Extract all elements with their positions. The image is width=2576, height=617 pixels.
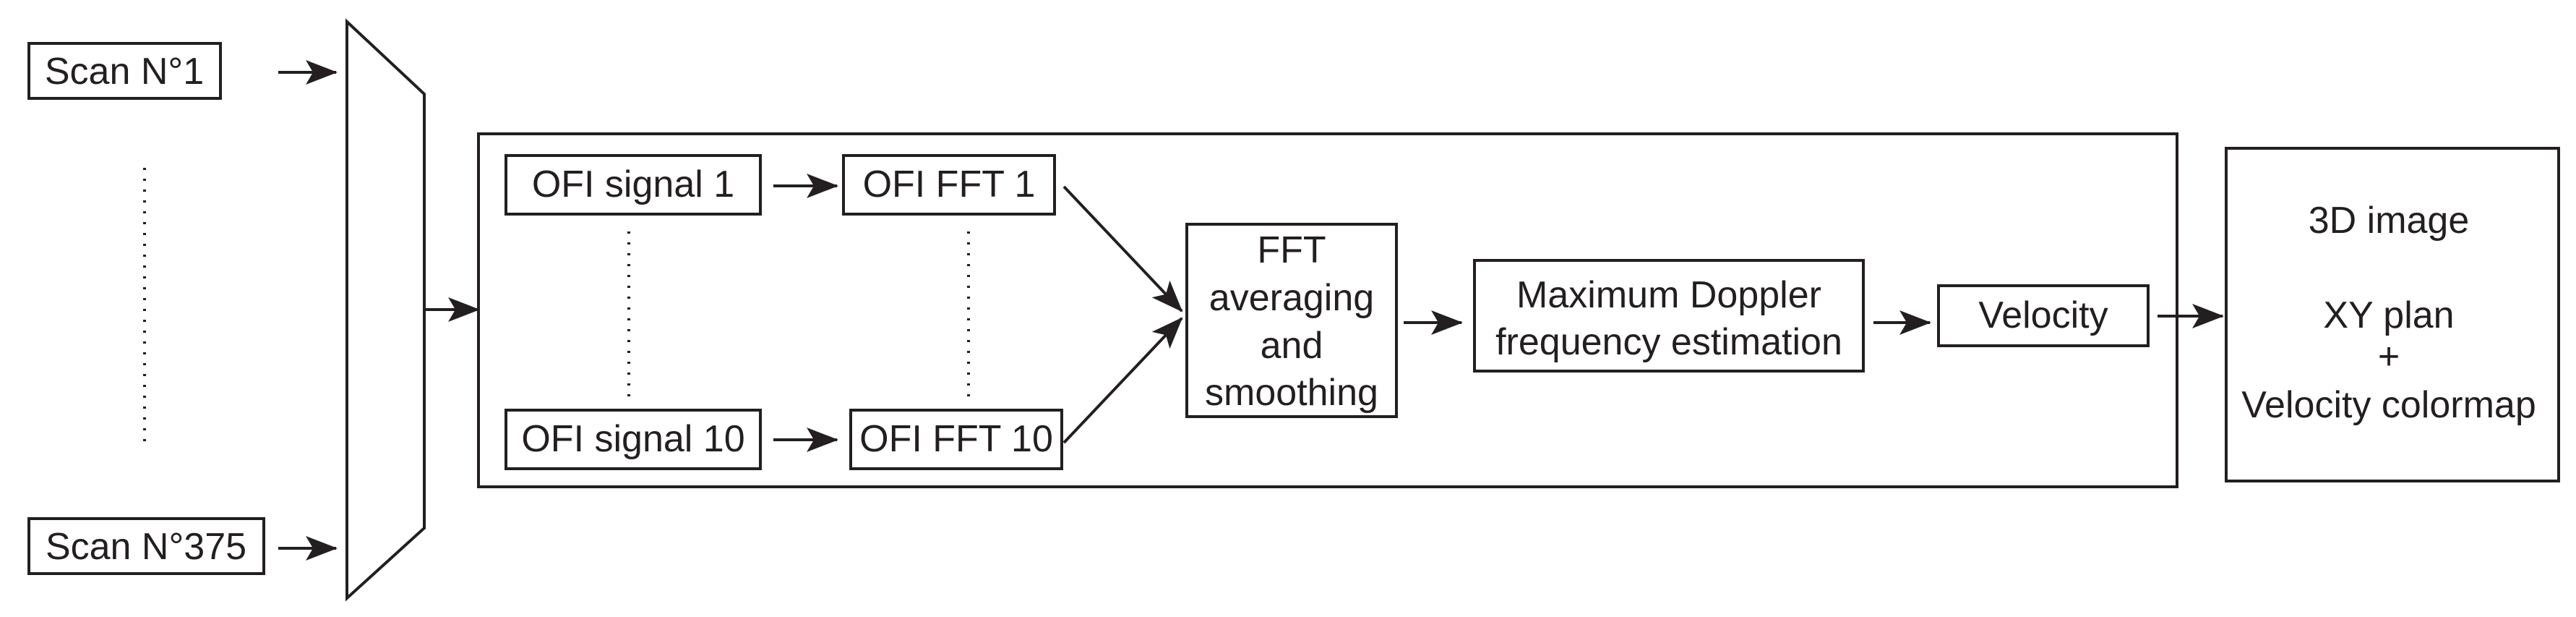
output-line-1: 3D image <box>2309 200 2470 242</box>
scan-last-label: Scan N°375 <box>46 526 246 568</box>
averaging-line-4: smoothing <box>1205 372 1378 414</box>
ofi-signal-last-label: OFI signal 10 <box>521 418 744 460</box>
output-line-5: Velocity colormap <box>2241 384 2536 426</box>
fft-first-arrow <box>1062 185 1183 312</box>
ofi-fft-first-label: OFI FFT 1 <box>863 163 1036 205</box>
ofi-signal-last-box <box>505 409 762 470</box>
averaging-line-3: and <box>1261 325 1323 367</box>
velocity-label: Velocity <box>1978 294 2108 336</box>
scan-first-label: Scan N°1 <box>45 51 204 93</box>
output-line-4: + <box>2378 336 2400 378</box>
output-image-box <box>2225 147 2560 482</box>
scan-first-box <box>27 42 222 100</box>
fft-averaging-box <box>1185 223 1398 418</box>
ofi-fft-last-box <box>849 409 1063 470</box>
averaging-line-2: averaging <box>1209 277 1374 319</box>
fft-last-arrow <box>1062 317 1183 444</box>
averaging-line-1: FFT <box>1257 229 1326 271</box>
doppler-line-2: frequency estimation <box>1495 321 1842 363</box>
doppler-line-1: Maximum Doppler <box>1516 274 1821 316</box>
velocity-box <box>1937 284 2150 347</box>
ofi-signal-first-label: OFI signal 1 <box>532 163 734 205</box>
multiplexer-block <box>345 18 426 602</box>
processing-pipeline-frame <box>477 132 2178 488</box>
output-line-3: XY plan <box>2323 294 2454 336</box>
ofi-fft-last-label: OFI FFT 10 <box>859 418 1053 460</box>
ofi-signal-first-box <box>505 154 762 216</box>
doppler-estimation-box <box>1473 259 1865 373</box>
ofi-fft-first-box <box>842 154 1056 216</box>
scan-last-box <box>27 517 265 575</box>
